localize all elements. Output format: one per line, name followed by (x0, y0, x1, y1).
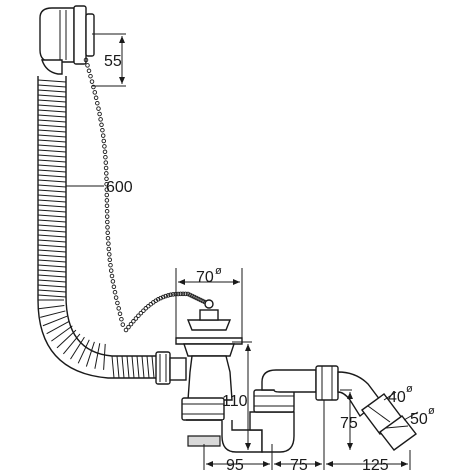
dim-overflow-depth: 55 (104, 53, 122, 70)
dimension-labels: 55 600 70 ø 110 75 95 75 125 40 ø 50 ø (104, 53, 435, 474)
middle-waste-connector (253, 369, 317, 413)
overflow-hose (37, 76, 158, 379)
dim-outlet-height: 75 (340, 415, 358, 432)
dim-trap-height: 110 (222, 393, 248, 410)
dimension-lines (66, 33, 419, 470)
dim-outlet-pipe-diameter-1-symbol: ø (406, 383, 413, 395)
dim-outlet-pipe-diameter-1: 40 (388, 389, 406, 406)
overflow-head (39, 5, 95, 75)
dim-spacing-left: 95 (226, 457, 244, 474)
dim-plug-diameter-symbol: ø (215, 265, 222, 277)
hose-connector-nut (155, 351, 187, 385)
waste-trap-body (181, 355, 295, 453)
dim-outlet-pipe-diameter-2: 50 (410, 411, 428, 428)
dim-outlet-pipe-diameter-2-symbol: ø (428, 405, 435, 417)
plug-chain (83, 57, 212, 333)
outlet-elbow (315, 365, 417, 451)
bath-plug (175, 299, 243, 357)
dim-spacing-middle: 75 (290, 457, 308, 474)
dim-spacing-right: 125 (362, 457, 389, 474)
dim-plug-diameter: 70 (196, 269, 214, 286)
dim-hose-length: 600 (106, 179, 133, 196)
